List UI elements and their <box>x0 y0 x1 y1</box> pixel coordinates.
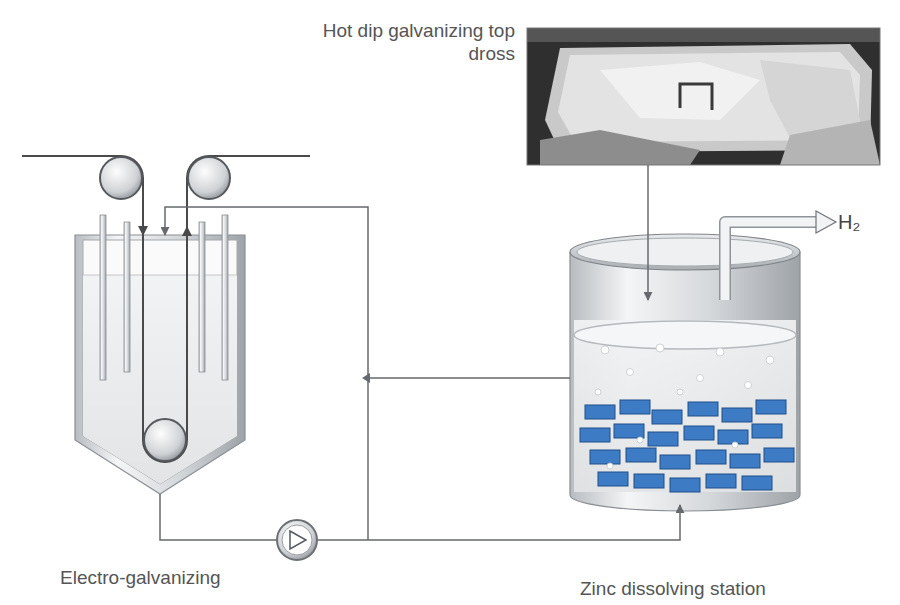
node-caption: Hot dip galvanizing top dross <box>300 19 515 65</box>
tank-box: Electro-galvanizing <box>75 235 245 494</box>
node-caption: Zinc dissolving station <box>580 577 766 600</box>
node-caption: Electro-galvanizing <box>60 566 221 589</box>
dissolving-cylinder <box>570 211 836 511</box>
dross-photo <box>527 28 880 165</box>
station-box: Zinc dissolving station <box>570 300 800 505</box>
gas-label: H₂ <box>838 211 860 234</box>
flow-connector <box>160 494 680 540</box>
pipe-line <box>367 378 369 540</box>
flow-connector <box>165 207 570 378</box>
photo-box: Hot dip galvanizing top dross <box>527 28 880 165</box>
pump-symbol <box>277 520 317 560</box>
flow-connector <box>647 165 649 300</box>
